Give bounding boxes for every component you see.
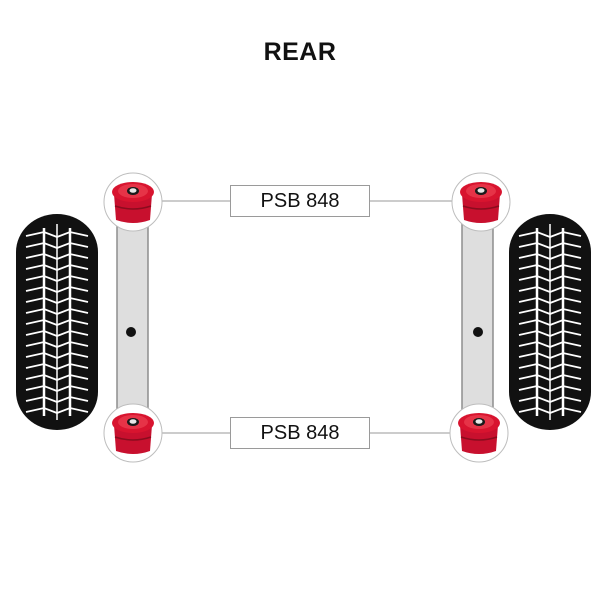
bushing-top-right — [451, 172, 511, 232]
tyre-left-icon — [16, 214, 98, 430]
bushing-top-left — [103, 172, 163, 232]
diagram-title: REAR — [263, 38, 337, 66]
arm-pivot-right — [473, 327, 483, 337]
part-label-top: PSB 848 — [230, 185, 370, 217]
arm-pivot-left — [126, 327, 136, 337]
left-arm — [116, 215, 149, 413]
bushing-bottom-right — [449, 403, 509, 463]
bushing-bottom-left — [103, 403, 163, 463]
right-arm — [461, 215, 494, 413]
part-label-bottom: PSB 848 — [230, 417, 370, 449]
tyre-right-icon — [509, 214, 591, 430]
leader-lines — [162, 200, 452, 434]
